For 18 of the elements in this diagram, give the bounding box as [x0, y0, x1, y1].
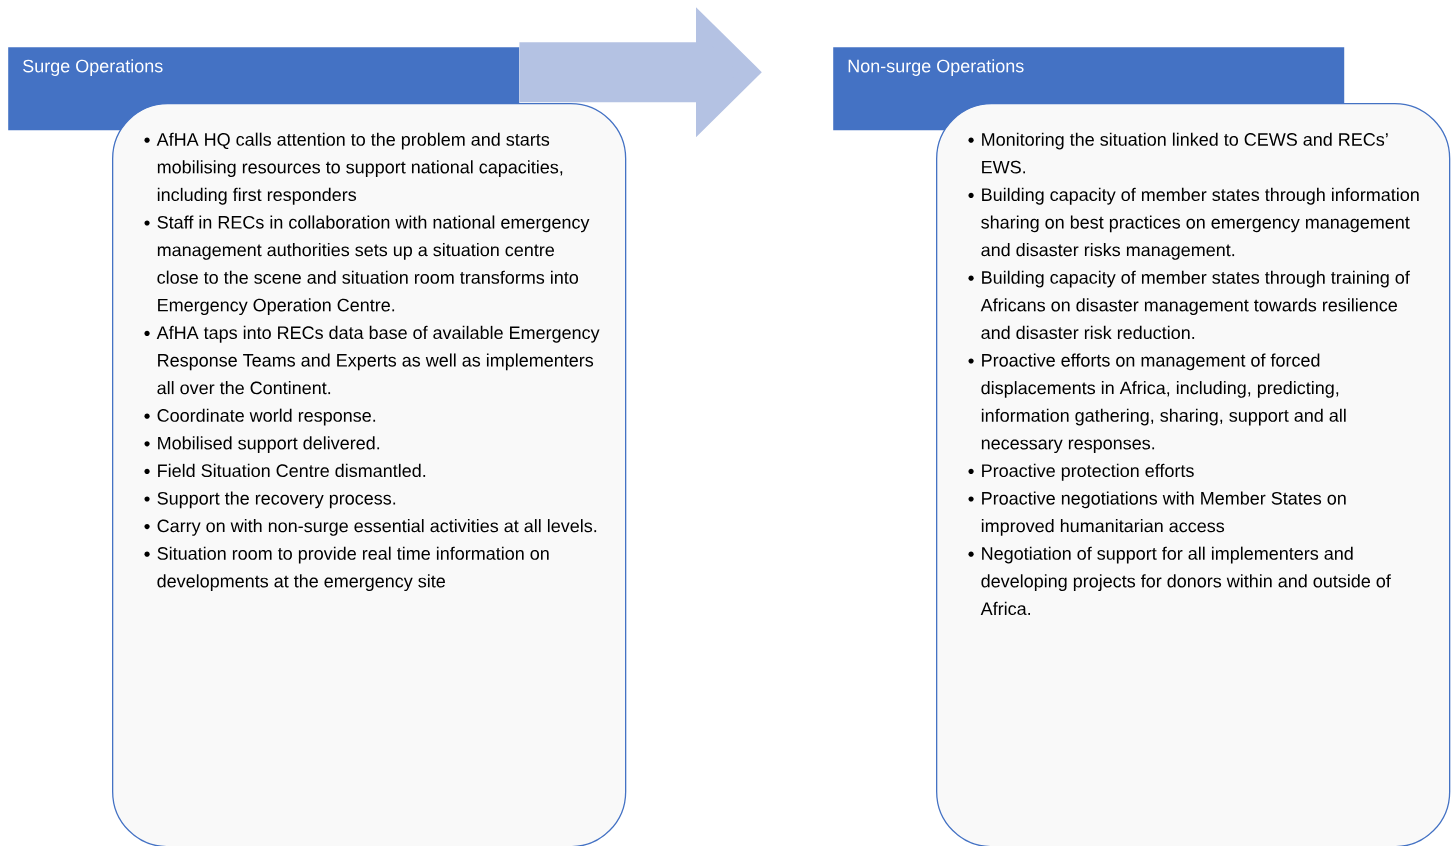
- bullet-text: Building capacity of member states through information sharing on best practices on emergency management and disaster risks management.: [968, 187, 1419, 260]
- bullet-text: Proactive protection efforts: [968, 463, 1194, 481]
- bullet-text: AfHA HQ calls attention to the problem and starts mobilising resources to support national capacities, including first responders: [144, 132, 563, 205]
- bullet-text: Building capacity of member states through training of Africans on disaster management towards resilience and disaster risk reduction.: [968, 270, 1410, 340]
- rounded-panel: [112, 103, 627, 846]
- bullet-text: Field Situation Centre dismantled.: [144, 463, 426, 478]
- bullet-text: Negotiation of support for all implementers and developing projects for donors within and outside of Africa.: [968, 546, 1391, 616]
- bullet-text: Support the recovery process.: [144, 491, 396, 509]
- rounded-panel: [936, 103, 1451, 846]
- bullet-text: Proactive negotiations with Member States on improved humanitarian access: [968, 491, 1346, 536]
- bullet-text: Monitoring the situation linked to CEWS and RECs’ EWS.: [968, 132, 1388, 174]
- bullet-text: Staff in RECs in collaboration with national emergency management authorities sets up a situation centre close to the scene and situation room transforms into Emergency Operation Centre.: [144, 215, 590, 316]
- bullet-text: AfHA taps into RECs data base of available Emergency Response Teams and Experts as well as implementers all over the Continent.: [144, 325, 600, 395]
- bullet-text: Carry on with non-surge essential activities at all levels.: [144, 519, 597, 536]
- bullet-text: Coordinate world response.: [144, 408, 376, 426]
- bullet-text: Mobilised support delivered.: [144, 436, 380, 454]
- bullet-text: Situation room to provide real time information on developments at the emergency site: [144, 546, 549, 592]
- bullet-text: Proactive efforts on management of forced displacements in Africa, including, predicting, information gathering, sharing, support and all necessary responses.: [968, 353, 1346, 454]
